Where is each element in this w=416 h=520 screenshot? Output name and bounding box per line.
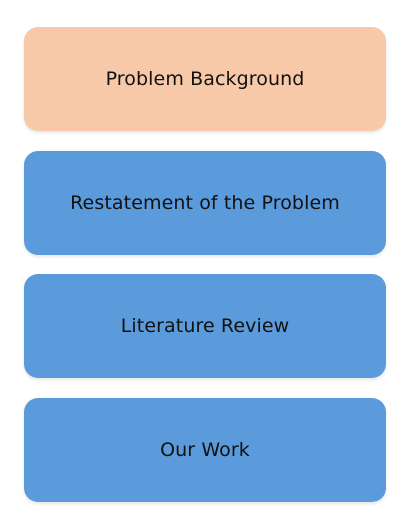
block-restatement-of-the-problem: Restatement of the Problem <box>24 151 386 255</box>
block-problem-background: Problem Background <box>24 27 386 131</box>
block-label: Problem Background <box>105 68 305 90</box>
block-literature-review: Literature Review <box>24 274 386 378</box>
block-label: Restatement of the Problem <box>70 192 340 214</box>
block-label: Our Work <box>160 439 250 461</box>
block-label: Literature Review <box>120 315 290 337</box>
block-our-work: Our Work <box>24 398 386 502</box>
